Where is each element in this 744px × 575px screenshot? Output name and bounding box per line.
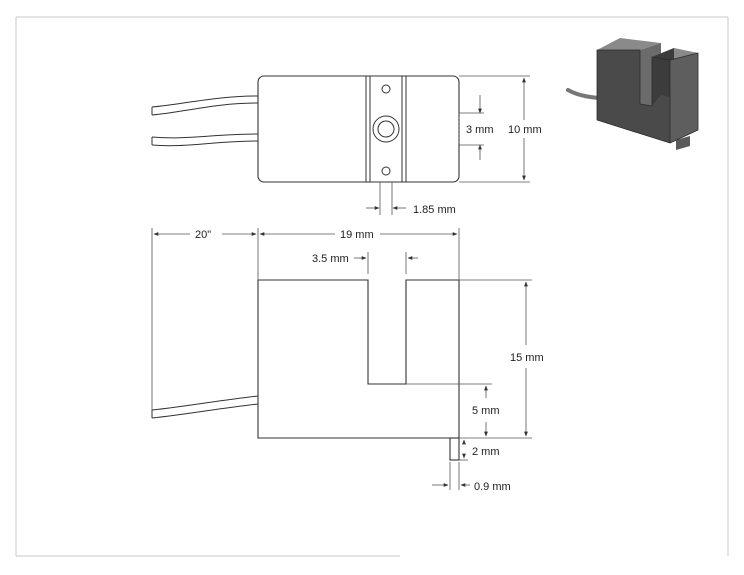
slotted-sensor-3d-render xyxy=(566,38,699,150)
dim-body-width: 19 mm xyxy=(259,228,460,280)
dim-lead-length: 20" xyxy=(151,228,259,410)
dim-hole-offset: 1.85 mm xyxy=(366,182,456,216)
side-view-body xyxy=(257,279,460,439)
drawing-frame xyxy=(15,16,729,557)
dim-slot-height: 3 mm xyxy=(458,95,494,160)
dim-label-slot-bottom: 5 mm xyxy=(472,405,500,417)
dim-slot-bottom: 5 mm xyxy=(406,383,500,437)
dim-label-slot-height: 3 mm xyxy=(466,124,494,136)
top-view-body xyxy=(257,75,460,183)
side-view: 20" 19 mm 3.5 mm 15 mm xyxy=(151,228,544,493)
dim-label-hole-offset: 1.85 mm xyxy=(413,204,456,216)
dim-label-slot-width: 3.5 mm xyxy=(312,253,349,265)
dim-label-lead-length: 20" xyxy=(195,229,211,241)
dim-label-body-width: 19 mm xyxy=(340,229,374,241)
top-view: 3 mm 10 mm 1.85 mm xyxy=(151,75,542,216)
dim-label-pin-width: 0.9 mm xyxy=(474,481,511,493)
dim-label-body-height-top: 10 mm xyxy=(508,124,542,136)
dim-body-height-top: 10 mm xyxy=(459,75,542,183)
side-view-lead xyxy=(151,395,259,419)
dim-slot-width: 3.5 mm xyxy=(312,252,418,274)
dim-pin-width: 0.9 mm xyxy=(432,462,511,493)
dim-body-height-side: 15 mm xyxy=(459,279,544,439)
center-hole-inner xyxy=(377,120,395,138)
side-view-pin xyxy=(449,437,460,461)
dim-label-pin-length: 2 mm xyxy=(472,446,500,458)
dim-pin-length: 2 mm xyxy=(459,439,500,461)
top-view-leads xyxy=(151,95,259,147)
center-hole-outer xyxy=(372,115,400,143)
dim-label-body-height-side: 15 mm xyxy=(510,352,544,364)
mounting-hole-bottom xyxy=(381,166,391,176)
mounting-hole-top xyxy=(381,84,391,94)
